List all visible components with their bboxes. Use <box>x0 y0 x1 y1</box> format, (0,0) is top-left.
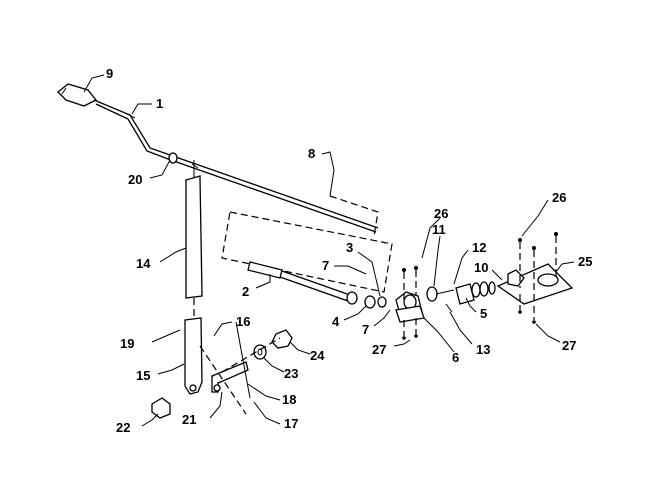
label-part-27-right: 27 <box>562 338 576 353</box>
label-part-26-left: 26 <box>434 206 448 221</box>
part-bracket-outline <box>221 211 393 293</box>
label-part-12: 12 <box>472 240 486 255</box>
label-part-24: 24 <box>310 348 325 363</box>
label-part-21: 21 <box>182 412 196 427</box>
part-end-bushing <box>151 397 171 419</box>
label-part-7-lower: 7 <box>362 322 369 337</box>
connector-lower-hardware <box>221 337 281 373</box>
label-part-2: 2 <box>242 284 249 299</box>
label-part-7-upper: 7 <box>322 258 329 273</box>
part-lower-cylinder <box>184 317 203 395</box>
part-shift-lever-rod <box>93 99 379 233</box>
part-shaft-12 <box>435 289 455 295</box>
label-part-26-right: 26 <box>552 190 566 205</box>
part-labels: 9 1 20 8 14 2 3 7 4 7 26 11 12 10 26 25 … <box>106 66 592 435</box>
label-part-5: 5 <box>480 306 487 321</box>
part-center-fitting <box>364 295 387 309</box>
part-lower-tube <box>247 261 358 305</box>
label-part-10: 10 <box>474 260 488 275</box>
label-part-20: 20 <box>128 172 142 187</box>
label-part-17: 17 <box>284 416 298 431</box>
part-collar <box>168 152 178 164</box>
label-part-8: 8 <box>308 146 315 161</box>
label-part-13: 13 <box>476 342 490 357</box>
part-bushing-5 <box>455 281 496 305</box>
label-part-16: 16 <box>236 314 250 329</box>
part-ring-11 <box>426 286 438 302</box>
label-part-27-left: 27 <box>372 342 386 357</box>
label-part-4: 4 <box>332 314 340 329</box>
label-part-6: 6 <box>452 350 459 365</box>
label-part-25: 25 <box>578 254 592 269</box>
part-nut <box>271 329 293 349</box>
part-mounting-plate <box>496 232 574 324</box>
label-part-18: 18 <box>282 392 296 407</box>
part-pivot-housing <box>395 266 425 340</box>
part-cover-upper <box>329 195 379 237</box>
part-knob <box>57 83 98 107</box>
label-part-14: 14 <box>136 256 151 271</box>
label-part-23: 23 <box>284 366 298 381</box>
leader-lines <box>83 74 575 427</box>
label-part-1: 1 <box>156 96 163 111</box>
part-pin-13 <box>445 303 453 313</box>
label-part-22: 22 <box>116 420 130 435</box>
part-lower-bracket <box>199 321 251 415</box>
label-part-9: 9 <box>106 66 113 81</box>
label-part-3: 3 <box>346 240 353 255</box>
part-upper-cylinder <box>185 160 203 299</box>
label-part-19: 19 <box>120 336 134 351</box>
label-part-11: 11 <box>432 222 446 237</box>
label-part-15: 15 <box>136 368 150 383</box>
